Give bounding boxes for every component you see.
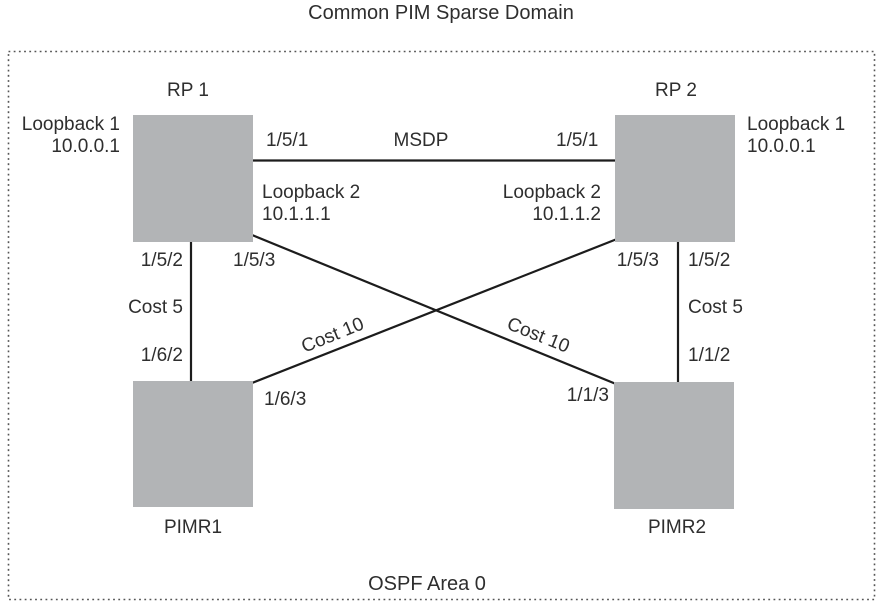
rp1-loopback1-name: Loopback 1 — [21, 114, 120, 135]
rp1-loopback2-label: Loopback 2 10.1.1.1 — [262, 182, 360, 226]
rp2-pimr1-link-line — [251, 237, 618, 385]
rp1-pimr1-rp1-port-label: 1/5/2 — [140, 250, 183, 271]
diagram-title: Common PIM Sparse Domain — [308, 2, 574, 24]
rp2-loopback1-label: Loopback 1 10.0.0.1 — [747, 114, 845, 158]
rp1-node-box — [133, 115, 253, 242]
rp1-pimr2-link-line — [251, 233, 617, 386]
rp1-pimr1-pimr1-port-label: 1/6/2 — [140, 345, 183, 366]
msdp-rp1-port-label: 1/5/1 — [266, 130, 309, 151]
rp2-pimr1-pimr1-port-label: 1/6/3 — [264, 389, 307, 410]
rp2-node-box — [615, 115, 735, 242]
rp2-pimr1-rp2-port-label: 1/5/3 — [616, 250, 659, 271]
rp2-pimr2-rp2-port-label: 1/5/2 — [688, 250, 731, 271]
rp1-pimr1-cost-label: Cost 5 — [128, 297, 183, 318]
rp1-loopback1-label: Loopback 1 10.0.0.1 — [4, 114, 120, 158]
pimr2-node-box — [614, 382, 734, 509]
rp1-pimr2-pimr2-port-label: 1/1/3 — [566, 385, 609, 406]
ospf-area-label: OSPF Area 0 — [368, 573, 486, 595]
pim-domain-border — [7, 50, 876, 601]
rp1-loopback2-name: Loopback 2 — [262, 182, 361, 203]
rp1-loopback2-ip: 10.1.1.1 — [262, 204, 331, 225]
rp2-node-label: RP 2 — [655, 80, 697, 101]
rp2-loopback2-label: Loopback 2 10.1.1.2 — [481, 182, 601, 226]
pimr2-node-label: PIMR2 — [647, 517, 707, 538]
rp1-loopback1-ip: 10.0.0.1 — [51, 136, 120, 157]
msdp-rp2-port-label: 1/5/1 — [556, 130, 599, 151]
rp2-loopback1-name: Loopback 1 — [747, 114, 846, 135]
pimr1-node-box — [133, 381, 253, 507]
rp1-node-label: RP 1 — [167, 80, 209, 101]
rp2-loopback2-ip: 10.1.1.2 — [532, 204, 601, 225]
msdp-label: MSDP — [393, 130, 449, 151]
rp1-pimr2-rp1-port-label: 1/5/3 — [233, 250, 276, 271]
rp2-loopback1-ip: 10.0.0.1 — [747, 136, 816, 157]
rp2-pimr2-pimr2-port-label: 1/1/2 — [688, 345, 731, 366]
rp2-pimr2-cost-label: Cost 5 — [688, 297, 743, 318]
rp2-loopback2-name: Loopback 2 — [502, 182, 601, 203]
pimr1-node-label: PIMR1 — [163, 517, 223, 538]
